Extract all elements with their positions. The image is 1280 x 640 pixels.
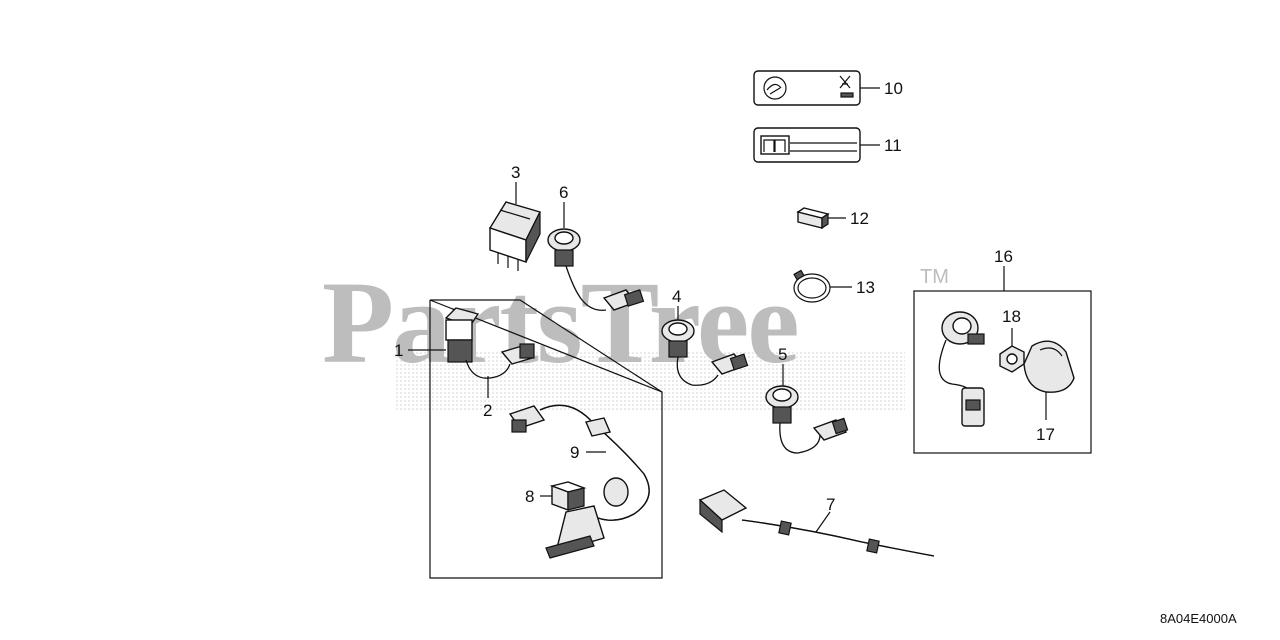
watermark: PartsTree TM <box>322 257 949 410</box>
callout-2: 2 <box>483 401 492 420</box>
part-6-push-switch[interactable] <box>547 228 645 311</box>
callout-4: 4 <box>672 287 681 306</box>
part-7-harness[interactable] <box>698 489 935 557</box>
part-11-manual-label[interactable] <box>753 127 861 163</box>
callout-18: 18 <box>1002 307 1021 326</box>
part-16-ignition-switch[interactable] <box>938 311 985 427</box>
callout-1: 1 <box>394 341 403 360</box>
callout-13: 13 <box>856 278 875 297</box>
callout-6: 6 <box>559 183 568 202</box>
harness-group-frame <box>429 299 663 579</box>
part-12-key[interactable] <box>796 207 830 230</box>
watermark-dot-band <box>395 350 905 410</box>
part-17-knob[interactable] <box>1023 340 1075 393</box>
part-1-switch-assembly[interactable] <box>444 307 535 379</box>
part-10-warning-label[interactable] <box>753 70 861 106</box>
part-9-main-harness[interactable] <box>508 404 650 559</box>
diagram-code: 8A04E4000A <box>1160 611 1237 626</box>
callout-16: 16 <box>994 247 1013 266</box>
callout-numbers: 10 11 12 13 3 6 4 5 1 2 9 8 7 16 18 17 <box>394 79 1055 514</box>
callout-9: 9 <box>570 443 579 462</box>
part-13-clamp[interactable] <box>793 269 831 303</box>
part-5-push-switch[interactable] <box>765 385 849 454</box>
leader-lines <box>408 87 1047 533</box>
watermark-trademark: TM <box>920 266 949 288</box>
callout-3: 3 <box>511 163 520 182</box>
callout-10: 10 <box>884 79 903 98</box>
part-18-nut[interactable] <box>999 345 1025 373</box>
callout-12: 12 <box>850 209 869 228</box>
callout-11: 11 <box>884 136 902 155</box>
callout-17: 17 <box>1036 425 1055 444</box>
part-8-relay[interactable] <box>549 481 587 512</box>
harness-group-frame-top <box>430 299 663 393</box>
part-3-rocker-switch[interactable] <box>488 201 542 271</box>
callout-8: 8 <box>525 487 534 506</box>
callout-7: 7 <box>826 495 835 514</box>
callout-5: 5 <box>778 345 787 364</box>
switch-group-frame <box>913 290 1092 454</box>
